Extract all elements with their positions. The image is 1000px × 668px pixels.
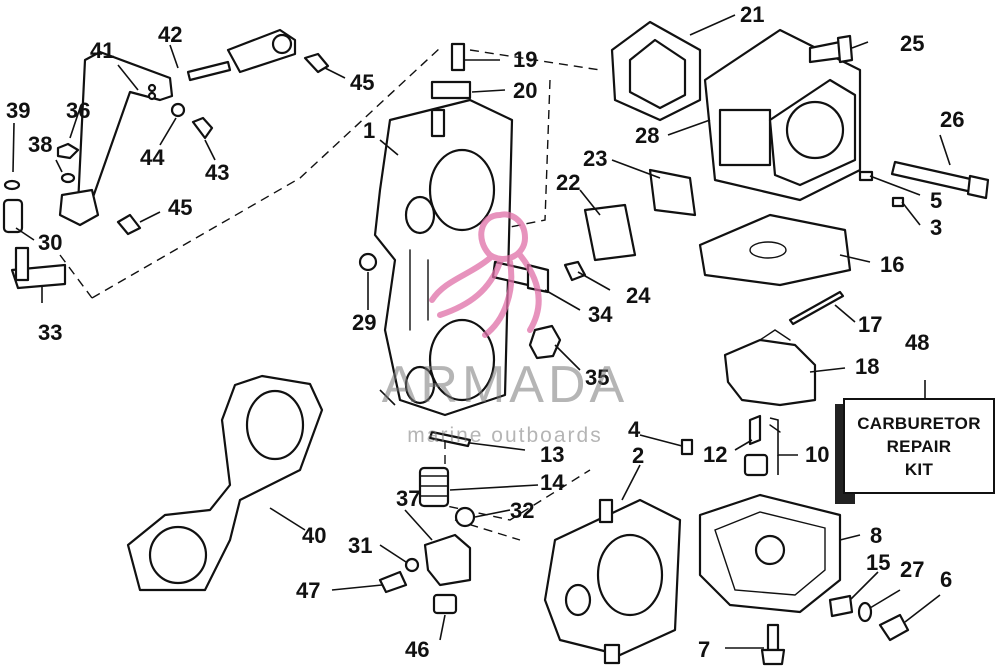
link-block-part	[2, 188, 100, 234]
callout-4: 4	[628, 417, 641, 442]
screw-24	[563, 260, 587, 282]
callout-32: 32	[510, 498, 534, 523]
callout-41: 41	[90, 38, 114, 63]
callout-labels: 1 2 3 4 5 6 7 8 10 12 13 14 15 16 17 18 …	[6, 2, 964, 662]
screw-7	[760, 623, 786, 666]
callout-22: 22	[556, 170, 580, 195]
callout-40: 40	[302, 523, 326, 548]
callout-17: 17	[858, 312, 882, 337]
screw-and-plate	[430, 42, 472, 100]
spring-15	[828, 594, 854, 618]
small-parts-3-5	[858, 170, 905, 208]
nut-35	[528, 324, 562, 360]
callout-23: 23	[583, 146, 607, 171]
watermark-subtitle: marine outboards	[407, 424, 603, 447]
small-hardware-left	[3, 142, 80, 191]
callout-47: 47	[296, 578, 320, 603]
watermark-brand: ARMADA	[381, 356, 629, 414]
callout-42: 42	[158, 22, 182, 47]
callout-6: 6	[940, 567, 952, 592]
gasket-40	[126, 374, 324, 592]
callout-33: 33	[38, 320, 62, 345]
screw-6	[878, 613, 910, 642]
repair-kit-box: CARBURETOR REPAIR KIT	[843, 398, 995, 494]
callout-2: 2	[632, 443, 644, 468]
callout-25: 25	[900, 31, 924, 56]
callout-13: 13	[540, 442, 564, 467]
callout-35: 35	[585, 365, 609, 390]
long-screw-26	[890, 160, 990, 200]
callout-43: 43	[205, 160, 229, 185]
callout-14: 14	[540, 470, 565, 495]
plate-22	[583, 203, 637, 262]
callout-48: 48	[905, 330, 929, 355]
washer-31	[404, 557, 420, 573]
callout-20: 20	[513, 78, 537, 103]
callout-3: 3	[930, 215, 942, 240]
washer-and-screw	[170, 102, 214, 140]
choke-37	[423, 533, 472, 587]
callout-34: 34	[588, 302, 613, 327]
gasket-21	[610, 20, 702, 122]
spring-14	[418, 466, 450, 508]
callout-46: 46	[405, 637, 429, 662]
callout-18: 18	[855, 354, 879, 379]
callout-37: 37	[396, 486, 420, 511]
callout-8: 8	[870, 523, 882, 548]
callout-28: 28	[635, 123, 659, 148]
callout-12: 12	[703, 442, 727, 467]
callout-39: 39	[6, 98, 30, 123]
pin-13	[428, 430, 472, 448]
callout-10: 10	[805, 442, 829, 467]
callout-26: 26	[940, 107, 964, 132]
callout-16: 16	[880, 252, 904, 277]
bushing-46	[432, 593, 458, 615]
leader-lines	[12, 14, 951, 649]
float-bowl-8	[698, 493, 842, 614]
carburetor-body-lower	[543, 498, 682, 665]
callout-21: 21	[740, 2, 764, 27]
plug-29	[358, 252, 378, 272]
callout-27: 27	[900, 557, 924, 582]
nut-32	[454, 506, 476, 528]
callout-38: 38	[28, 132, 52, 157]
washer-27	[857, 601, 873, 623]
callout-19: 19	[513, 47, 537, 72]
kit-line-1: CARBURETOR	[857, 414, 981, 433]
callout-44: 44	[140, 145, 165, 170]
callout-31: 31	[348, 533, 372, 558]
callout-36: 36	[66, 98, 90, 123]
throttle-link-part	[186, 28, 297, 82]
screw-lower-45	[116, 213, 142, 236]
callout-24: 24	[626, 283, 651, 308]
bracket-part	[10, 246, 67, 290]
small-parts-4-12-10	[680, 414, 781, 477]
callout-7: 7	[698, 637, 710, 662]
kit-line-2: REPAIR	[886, 437, 952, 456]
screw-47	[378, 570, 408, 594]
throttle-arm-part	[76, 50, 174, 207]
callout-45: 45	[350, 70, 374, 95]
pin-17	[788, 290, 845, 326]
gasket-16	[698, 213, 852, 287]
callout-15: 15	[866, 550, 890, 575]
float-18	[723, 329, 817, 407]
callout-5: 5	[930, 188, 942, 213]
callout-30: 30	[38, 230, 62, 255]
callout-29: 29	[352, 310, 376, 335]
callout-45: 45	[168, 195, 192, 220]
air-silencer-28	[703, 28, 862, 202]
gasket-23	[648, 168, 697, 217]
kit-line-3: KIT	[904, 460, 934, 479]
bolt-25	[808, 34, 854, 64]
screw-top-45	[303, 52, 330, 74]
callout-1: 1	[363, 118, 375, 143]
